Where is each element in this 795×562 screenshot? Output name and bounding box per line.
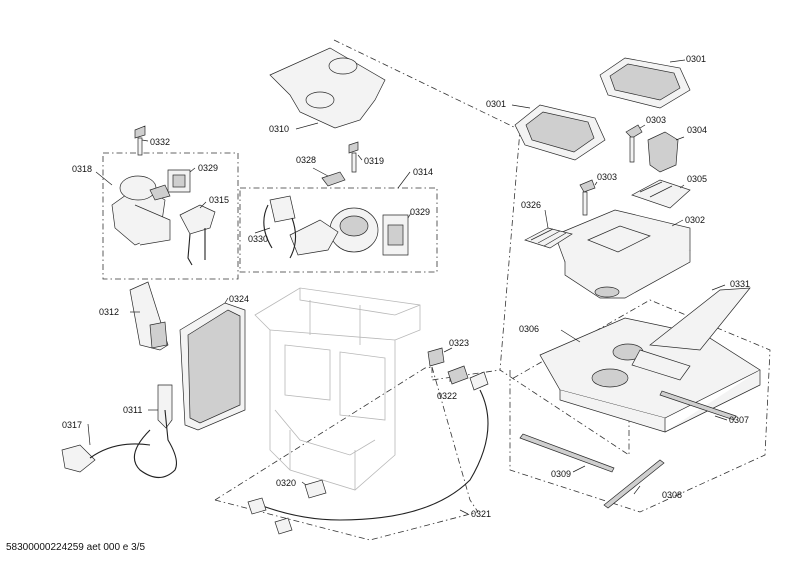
part-0312-0324-0311-0317-left [61, 281, 246, 479]
label-0305: 0305 [687, 174, 707, 184]
label-0315: 0315 [209, 195, 229, 205]
label-0319: 0319 [364, 156, 384, 166]
part-0320-0323-cables [247, 347, 489, 535]
label-0322: 0322 [437, 391, 457, 401]
label-0331: 0331 [730, 279, 750, 289]
label-0318: 0318 [72, 164, 92, 174]
group-outlines [102, 39, 771, 541]
label-0310: 0310 [269, 124, 289, 134]
part-0326-grill [524, 209, 573, 249]
part-labels: 0301 0301 0302 0303 0303 0304 0305 0306 … [62, 54, 750, 519]
part-0314-grinder-group [254, 171, 412, 259]
label-0301-top: 0301 [686, 54, 706, 64]
label-0307: 0307 [729, 415, 749, 425]
label-0329-left: 0329 [198, 163, 218, 173]
label-0330: 0330 [248, 234, 268, 244]
label-0302: 0302 [685, 215, 705, 225]
label-0306: 0306 [519, 324, 539, 334]
label-0311: 0311 [123, 405, 142, 415]
label-0303-upper: 0303 [646, 115, 666, 125]
label-0303-lower: 0303 [597, 172, 617, 182]
housing-frame-ghost [254, 287, 421, 491]
part-0302-water-tank-base [554, 209, 691, 299]
part-0301-seal-frames [511, 57, 691, 161]
part-0306-drip-tray-cover [539, 284, 761, 433]
label-0301-left: 0301 [486, 99, 506, 109]
label-0317: 0317 [62, 420, 82, 430]
label-0328: 0328 [296, 155, 316, 165]
part-0307-0309-rods [519, 390, 737, 509]
label-0312: 0312 [99, 307, 119, 317]
label-0324: 0324 [229, 294, 249, 304]
part-0332-0319-0328-small [134, 125, 363, 187]
label-0309: 0309 [551, 469, 571, 479]
label-0308: 0308 [662, 490, 682, 500]
document-code: 58300000224259 aet 000 e 3/5 [6, 542, 146, 553]
label-0326: 0326 [521, 200, 541, 210]
label-0304: 0304 [687, 125, 707, 135]
label-0321: 0321 [471, 509, 491, 519]
label-0332: 0332 [150, 137, 170, 147]
label-0314: 0314 [413, 167, 433, 177]
part-0303-0305-valves [579, 124, 691, 216]
part-0310-top-cover [269, 47, 386, 130]
part-0318-pump-unit [95, 167, 216, 266]
label-0329-right: 0329 [410, 207, 430, 217]
label-0320: 0320 [276, 478, 296, 488]
label-0323: 0323 [449, 338, 469, 348]
